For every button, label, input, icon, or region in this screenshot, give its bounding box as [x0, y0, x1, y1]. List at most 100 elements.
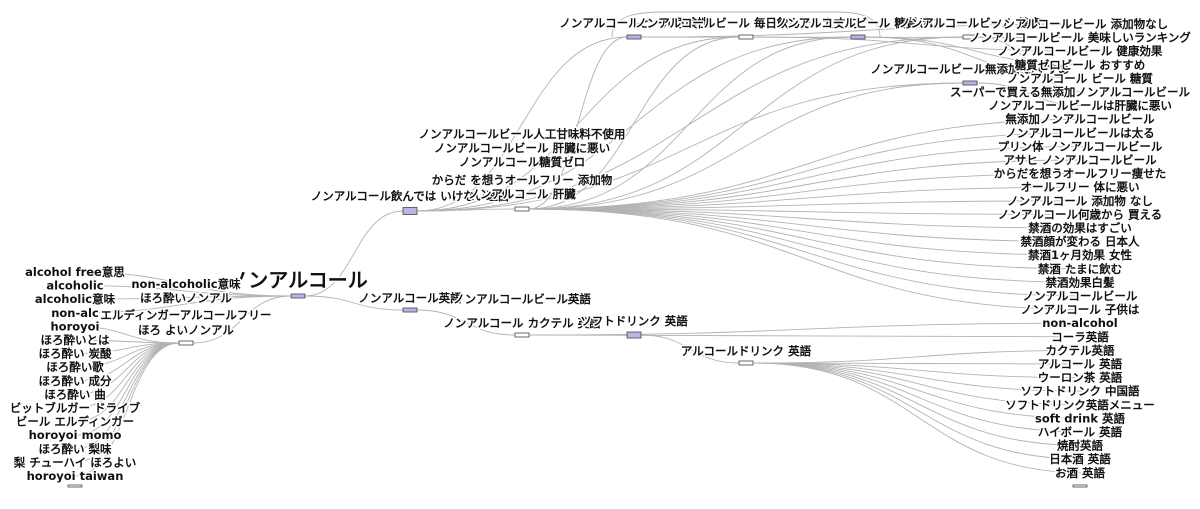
right-edge — [752, 362, 1086, 379]
mid-upper-label: ノンアルコールビール人工甘味料不使用 — [419, 127, 626, 141]
hub-node-box — [402, 307, 418, 313]
left-leaf-label: alcoholic意味 — [35, 292, 116, 306]
edge-layer — [74, 11, 1086, 477]
right-leaf-label: ノンアルコール 子供は — [1021, 303, 1140, 317]
left-leaf-label: ほろ酔い 炭酸 — [38, 347, 112, 361]
left-edge — [74, 295, 292, 300]
right-leaf-label: ノンアルコール 添加物 なし — [1007, 194, 1153, 208]
right-edge — [752, 362, 1086, 433]
right-edge — [640, 23, 1086, 38]
left-edge — [74, 295, 292, 314]
right-edge — [752, 362, 1086, 392]
top-edge — [528, 36, 628, 210]
right-edge — [752, 362, 1086, 460]
left-leaf-label: horoyoi momo — [29, 428, 122, 442]
right-edge — [528, 132, 1086, 210]
right-edge — [528, 118, 1086, 210]
right-leaf-label: アサヒ ノンアルコールビール — [1003, 153, 1157, 167]
right-leaf-label: ソフトドリンク 中国語 — [1020, 384, 1140, 398]
top-node-box — [962, 80, 978, 86]
right-leaf-label: ノンアルコールビール 美味しいランキング — [969, 31, 1191, 45]
right-edge — [528, 208, 1086, 229]
right-edge — [864, 36, 1086, 66]
mid-lower-label: ソフトドリンク 英語 — [580, 314, 688, 328]
right-edge — [528, 173, 1086, 210]
right-leaf-label: からだを想うオールフリー痩せた — [994, 167, 1167, 181]
right-edge — [864, 36, 1086, 79]
right-leaf-label: ソフトドリンク英語メニュー — [1005, 398, 1155, 412]
right-leaf-label: 禁酒の効果はすごい — [1028, 221, 1132, 235]
right-leaf-label: スーパーで買える無添加ノンアルコールビール — [950, 85, 1191, 99]
left-leaf-label: ビットブルガー ドライブ — [10, 401, 141, 415]
right-leaf-label: ノンアルコールビールは太る — [1005, 126, 1154, 140]
top-edge — [416, 36, 852, 212]
mid-lower-label: ノンアルコールビール英語 — [453, 292, 591, 306]
left-leaf-label: non-alc — [51, 306, 99, 320]
root-edge-lower — [304, 295, 404, 311]
right-edge — [976, 82, 1086, 107]
right-edge — [528, 208, 1086, 270]
top-edge — [416, 36, 740, 212]
left-leaf-label: 梨 チューハイ ほろよい — [13, 455, 137, 469]
top-row-label: ノンアルコールビール 毎日飲んでも大丈夫 — [635, 16, 857, 30]
right-leaf-label: ノンアルコール何歳から 買える — [998, 207, 1162, 221]
left-leaf-label: horoyoi — [51, 319, 100, 333]
right-edge — [528, 208, 1086, 256]
right-edge — [528, 200, 1086, 210]
right-leaf-label: ノンアルコールビールは肝臓に悪い — [988, 99, 1172, 113]
top-edge — [528, 36, 852, 210]
left-edge — [74, 285, 292, 297]
root-node-box — [290, 293, 306, 299]
left-leaf-label: ほろ酔い 梨味 — [38, 442, 112, 456]
top-edge — [528, 36, 964, 210]
left-leaf-label: ほろ酔い歌 — [46, 360, 104, 374]
right-leaf-label: ウーロン茶 英語 — [1038, 371, 1123, 385]
top-node-box — [626, 34, 642, 40]
top-edge — [416, 82, 964, 212]
hub-node-box — [178, 340, 194, 346]
node-box-layer — [67, 34, 1088, 488]
hub-edge — [416, 309, 516, 336]
right-leaf-label: 禁酒顔が変わる 日本人 — [1020, 235, 1140, 249]
right-edge — [752, 362, 1086, 365]
left-hub-label: ほろ よいノンアル — [138, 323, 234, 337]
right-leaf-label: soft drink 英語 — [1035, 411, 1125, 425]
right-leaf-label: 禁酒1ヶ月効果 女性 — [1028, 248, 1133, 262]
left-leaf-label: alcoholic — [46, 279, 103, 293]
right-edge — [752, 362, 1086, 474]
right-edge — [752, 362, 1086, 419]
mid-upper-label: ノンアルコール飲んでは いけない理由 — [311, 189, 510, 203]
right-edge — [752, 36, 1086, 52]
left-hub-label: エルディンガーアルコールフリー — [101, 308, 272, 322]
right-edge — [528, 186, 1086, 210]
right-leaf-label: ノンアルコールビール 健康効果 — [998, 44, 1163, 58]
right-edge — [528, 208, 1086, 283]
top-arc — [611, 11, 881, 38]
left-hub-label: non-alcoholic意味 — [131, 277, 241, 291]
right-edge — [752, 362, 1086, 406]
right-leaf-label: コーラ英語 — [1051, 330, 1109, 344]
right-leaf-label: ノンアルコール ビール 糖質 — [1007, 71, 1153, 85]
hub-edge — [192, 295, 292, 344]
top-edge — [528, 82, 964, 210]
left-leaf-label: ほろ酔い 曲 — [44, 387, 106, 401]
leaf-node-box — [67, 484, 83, 488]
top-node-box — [962, 34, 978, 40]
right-leaf-label: ノンアルコールビール — [1023, 289, 1138, 303]
left-edge — [74, 342, 180, 477]
right-leaf-label: 禁酒 たまに飲む — [1038, 262, 1122, 276]
right-leaf-label: 糖質ゼロビール おすすめ — [1015, 58, 1146, 72]
right-edge — [528, 159, 1086, 210]
mid-upper-label: ノンアルコール 肝臓 — [468, 187, 576, 201]
left-leaf-label: ビール エルディンガー — [16, 415, 134, 429]
mid-lower-label: ノンアルコール英語 — [358, 291, 462, 305]
right-edge — [528, 208, 1086, 215]
right-leaf-label: 焼酎英語 — [1057, 439, 1103, 453]
root-edge-upper — [304, 210, 404, 297]
right-leaf-label: non-alcohol — [1042, 316, 1118, 330]
left-leaf-label: alcohol free意思 — [25, 265, 125, 279]
right-leaf-label: アルコール 英語 — [1038, 357, 1123, 371]
right-leaf-label: 日本酒 英語 — [1049, 452, 1111, 466]
mid-upper-label: ノンアルコール糖質ゼロ — [459, 155, 585, 169]
